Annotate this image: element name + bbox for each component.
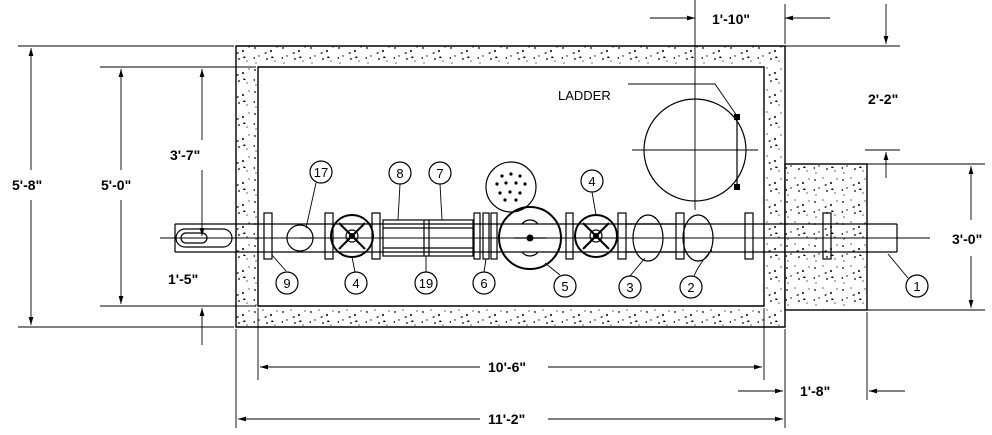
svg-text:1'-8": 1'-8" bbox=[800, 383, 830, 399]
callout-2: 2 bbox=[679, 249, 713, 299]
gate-valve-right bbox=[574, 214, 618, 258]
svg-text:2'-2": 2'-2" bbox=[868, 91, 898, 107]
callout-1: 1 bbox=[887, 253, 929, 298]
callout-6: 6 bbox=[472, 258, 496, 295]
dim-top-right: 1'-10" bbox=[650, 4, 830, 44]
dim-bottom-outer: 11'-2" bbox=[235, 329, 786, 428]
svg-text:17: 17 bbox=[314, 165, 328, 180]
main-pipe bbox=[174, 223, 898, 253]
vault-wall bbox=[235, 45, 786, 328]
meter-body bbox=[382, 219, 474, 257]
svg-text:19: 19 bbox=[419, 276, 433, 291]
svg-text:6: 6 bbox=[480, 276, 487, 291]
callout-5: 5 bbox=[544, 262, 577, 298]
callout-19: 19 bbox=[414, 256, 438, 295]
dim-left-lower: 1'-5" bbox=[168, 271, 205, 345]
dim-bottom-right: 1'-8" bbox=[738, 312, 905, 400]
concrete-pad bbox=[784, 163, 868, 311]
ladder-leader: LADDER bbox=[558, 83, 738, 117]
callout-8: 8 bbox=[388, 161, 412, 221]
callout-17: 17 bbox=[305, 160, 333, 229]
svg-text:1'-10": 1'-10" bbox=[712, 11, 750, 27]
callout-4-right: 4 bbox=[580, 169, 604, 216]
svg-text:3'-7": 3'-7" bbox=[170, 147, 200, 163]
dim-right-upper: 2'-2" bbox=[785, 4, 900, 178]
item-3-fitting bbox=[632, 214, 664, 262]
svg-text:7: 7 bbox=[436, 166, 443, 181]
item-2-fitting bbox=[682, 214, 714, 262]
manhole-opening bbox=[632, 0, 758, 210]
svg-text:5'-0": 5'-0" bbox=[101, 177, 131, 193]
callout-3: 3 bbox=[618, 257, 646, 299]
dim-left-inner: 5'-0" bbox=[100, 66, 256, 307]
callout-9: 9 bbox=[271, 254, 299, 295]
callout-7: 7 bbox=[428, 161, 452, 221]
svg-text:4: 4 bbox=[588, 174, 595, 189]
svg-text:2: 2 bbox=[687, 280, 694, 295]
dim-bottom-inner: 10'-6" bbox=[257, 308, 765, 380]
svg-text:8: 8 bbox=[396, 166, 403, 181]
svg-text:1'-5": 1'-5" bbox=[168, 271, 198, 287]
svg-text:1: 1 bbox=[913, 279, 920, 294]
svg-text:3: 3 bbox=[626, 280, 633, 295]
gate-valve-left bbox=[330, 214, 374, 258]
svg-text:4: 4 bbox=[352, 276, 359, 291]
svg-text:5: 5 bbox=[561, 279, 568, 294]
dim-right-pad: 3'-0" bbox=[867, 163, 985, 311]
callout-4-left: 4 bbox=[344, 256, 368, 295]
svg-text:5'-8": 5'-8" bbox=[12, 177, 42, 193]
item-17-fitting bbox=[286, 224, 314, 252]
callouts: 17 8 7 4 9 4 19 bbox=[271, 160, 929, 299]
svg-text:11'-2": 11'-2" bbox=[488, 411, 525, 427]
dim-left-upper: 3'-7" bbox=[170, 69, 205, 236]
flanges bbox=[263, 212, 832, 260]
svg-text:3'-0": 3'-0" bbox=[952, 231, 982, 247]
svg-text:9: 9 bbox=[283, 276, 290, 291]
ladder-label: LADDER bbox=[558, 88, 611, 103]
strainer-plate bbox=[485, 161, 537, 213]
dim-left-outer: 5'-8" bbox=[12, 45, 234, 328]
item-5-register bbox=[498, 206, 562, 270]
svg-text:10'-6": 10'-6" bbox=[488, 359, 526, 375]
